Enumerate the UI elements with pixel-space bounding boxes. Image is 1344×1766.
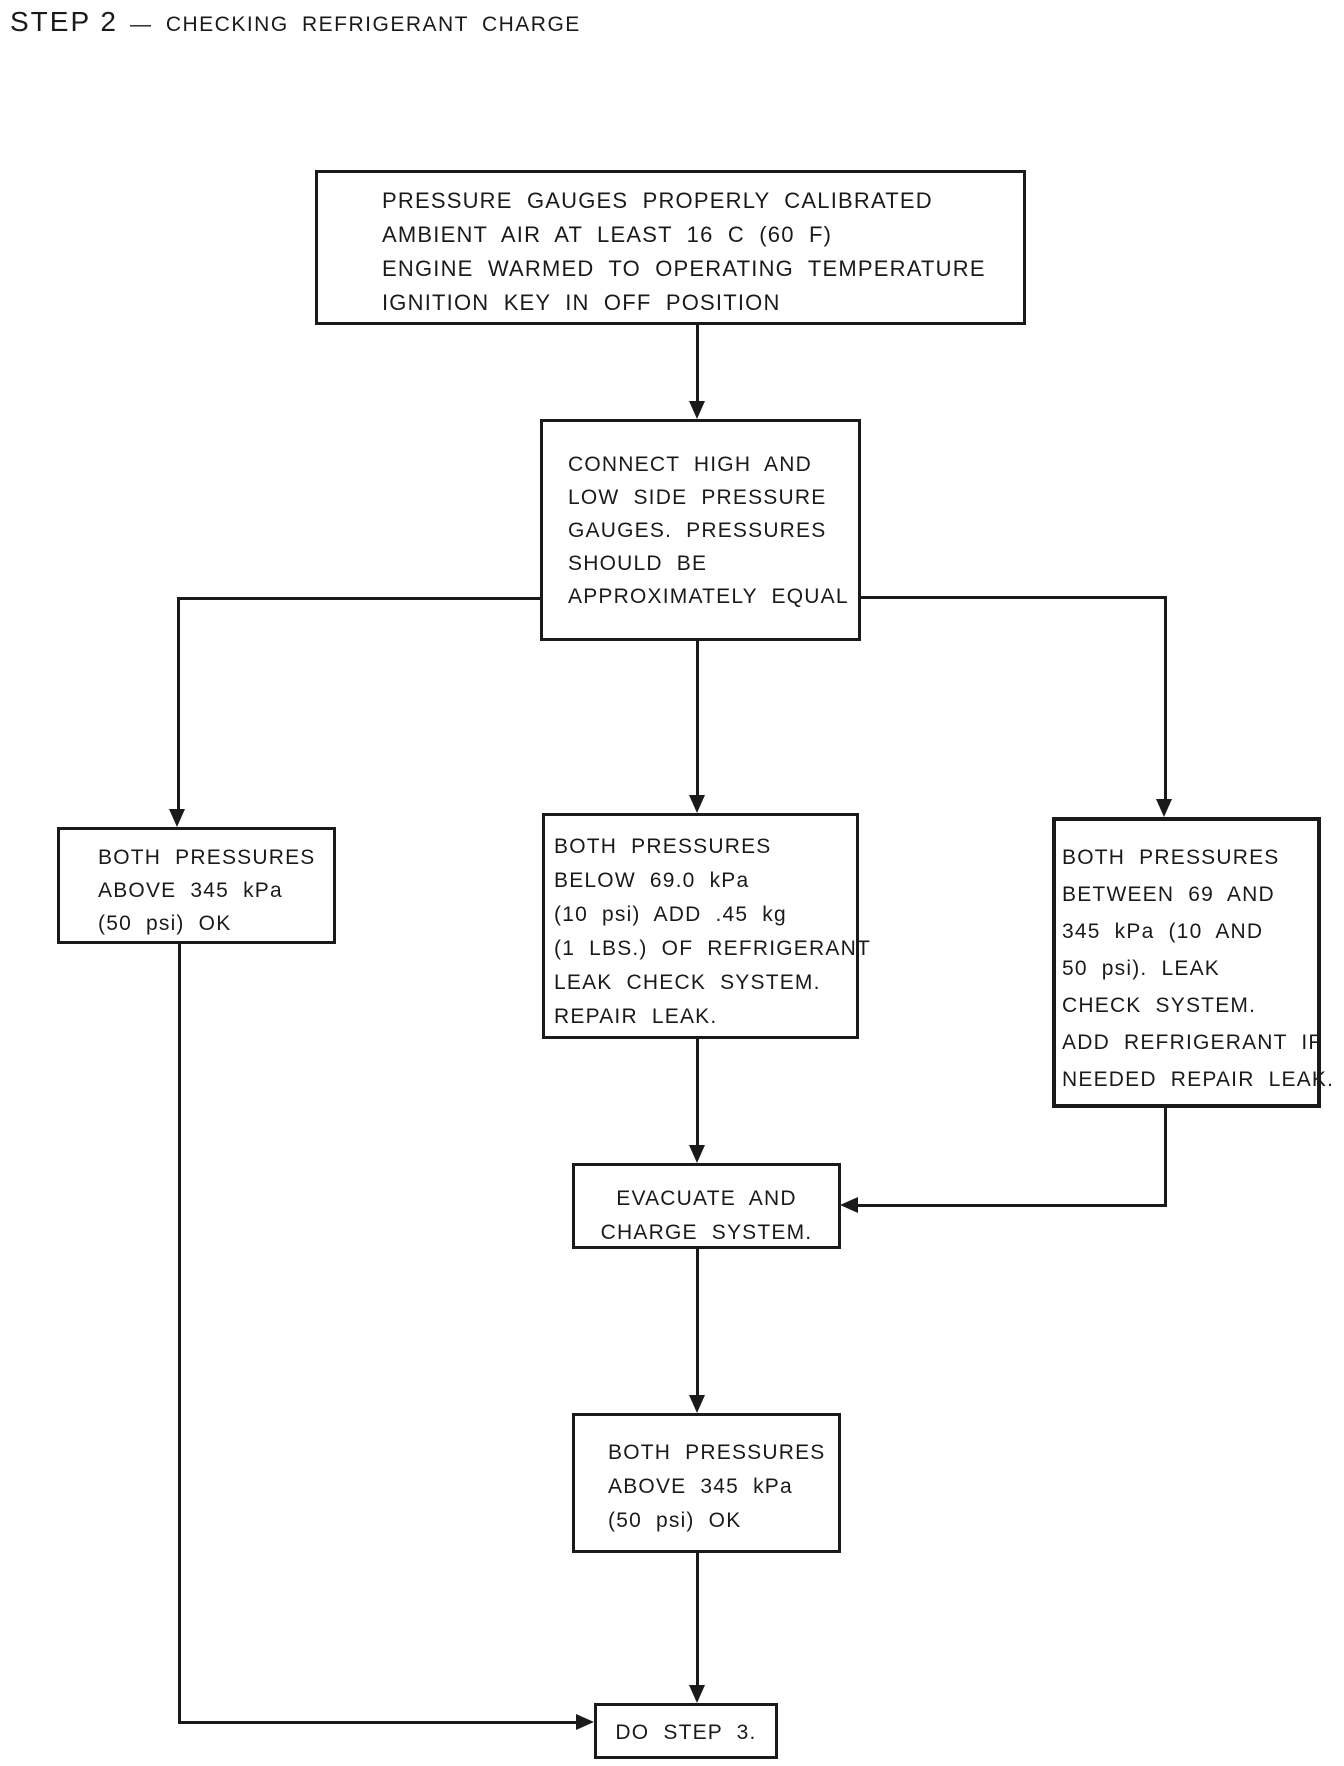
connector-recheck-to-step3: [696, 1552, 699, 1688]
arrowhead-down: [689, 795, 705, 813]
text-line: 345 kPa (10 AND: [1062, 920, 1264, 943]
connector-evacuate-to-recheck: [696, 1248, 699, 1398]
connector-above345-to-step3-horizontal: [178, 1721, 580, 1724]
title-step: STEP 2: [10, 6, 118, 37]
arrowhead-down: [689, 1395, 705, 1413]
node-pressures-above-345: BOTH PRESSURES ABOVE 345 kPa (50 psi) OK: [57, 827, 336, 944]
text-line: REPAIR LEAK.: [554, 1005, 718, 1028]
title-label: — CHECKING REFRIGERANT CHARGE: [129, 13, 581, 36]
node-preconditions: PRESSURE GAUGES PROPERLY CALIBRATED AMBI…: [315, 170, 1026, 325]
arrowhead-right: [576, 1714, 594, 1730]
text-line: APPROXIMATELY EQUAL: [568, 585, 849, 608]
text-line: (10 psi) ADD .45 kg: [554, 903, 787, 926]
text-line: CONNECT HIGH AND: [568, 453, 812, 476]
text-line: (50 psi) OK: [608, 1509, 742, 1532]
text-line: EVACUATE AND: [616, 1187, 797, 1210]
connector-between-to-evacuate-horizontal: [855, 1204, 1167, 1207]
connector-preconditions-to-connect: [696, 324, 699, 406]
page-title: STEP 2 — CHECKING REFRIGERANT CHARGE: [10, 6, 581, 38]
arrowhead-down: [689, 1685, 705, 1703]
text-line: (50 psi) OK: [98, 912, 232, 935]
text-line: 50 psi). LEAK: [1062, 957, 1220, 980]
text-line: AMBIENT AIR AT LEAST 16 C (60 F): [382, 222, 833, 247]
node-pressures-between-69-345: BOTH PRESSURES BETWEEN 69 AND 345 kPa (1…: [1052, 817, 1335, 1108]
node-pressures-above-345-after-charge: BOTH PRESSURES ABOVE 345 kPa (50 psi) OK: [572, 1413, 841, 1553]
text-line: DO STEP 3.: [615, 1721, 757, 1744]
connector-connect-to-between-vertical: [1164, 596, 1167, 802]
node-connect-gauges: CONNECT HIGH AND LOW SIDE PRESSURE GAUGE…: [540, 419, 861, 641]
node-pressures-below-69: BOTH PRESSURES BELOW 69.0 kPa (10 psi) A…: [542, 813, 871, 1039]
text-line: BETWEEN 69 AND: [1062, 883, 1275, 906]
text-line: CHARGE SYSTEM.: [600, 1221, 813, 1244]
connector-connect-to-below69: [696, 640, 699, 798]
text-line: LEAK CHECK SYSTEM.: [554, 971, 821, 994]
text-line: GAUGES. PRESSURES: [568, 519, 827, 542]
arrowhead-down: [689, 401, 705, 419]
connector-below69-to-evacuate: [696, 1038, 699, 1148]
text-line: BOTH PRESSURES: [608, 1441, 826, 1464]
connector-above345-to-step3-vertical: [178, 943, 181, 1724]
arrowhead-down: [1156, 799, 1172, 817]
connector-connect-to-between-horizontal: [858, 596, 1167, 599]
text-line: ABOVE 345 kPa: [608, 1475, 793, 1498]
arrowhead-down: [689, 1145, 705, 1163]
text-line: NEEDED REPAIR LEAK.: [1062, 1068, 1335, 1091]
connector-connect-to-above345-horizontal: [177, 597, 542, 600]
text-line: ABOVE 345 kPa: [98, 879, 283, 902]
node-evacuate-charge: EVACUATE AND CHARGE SYSTEM.: [572, 1163, 841, 1249]
node-do-step-3: DO STEP 3.: [594, 1703, 778, 1759]
text-line: BOTH PRESSURES: [98, 846, 316, 869]
connector-between-to-evacuate-vertical: [1164, 1107, 1167, 1207]
text-line: (1 LBS.) OF REFRIGERANT: [554, 937, 871, 960]
text-line: SHOULD BE: [568, 552, 708, 575]
text-line: BOTH PRESSURES: [554, 835, 772, 858]
text-line: BELOW 69.0 kPa: [554, 869, 750, 892]
arrowhead-left: [840, 1197, 858, 1213]
text-line: BOTH PRESSURES: [1062, 846, 1280, 869]
text-line: ADD REFRIGERANT IF: [1062, 1031, 1323, 1054]
connector-connect-to-above345-vertical: [177, 597, 180, 812]
text-line: LOW SIDE PRESSURE: [568, 486, 827, 509]
arrowhead-down: [169, 809, 185, 827]
text-line: IGNITION KEY IN OFF POSITION: [382, 290, 781, 315]
text-line: PRESSURE GAUGES PROPERLY CALIBRATED: [382, 188, 933, 213]
text-line: ENGINE WARMED TO OPERATING TEMPERATURE: [382, 256, 986, 281]
text-line: CHECK SYSTEM.: [1062, 994, 1257, 1017]
